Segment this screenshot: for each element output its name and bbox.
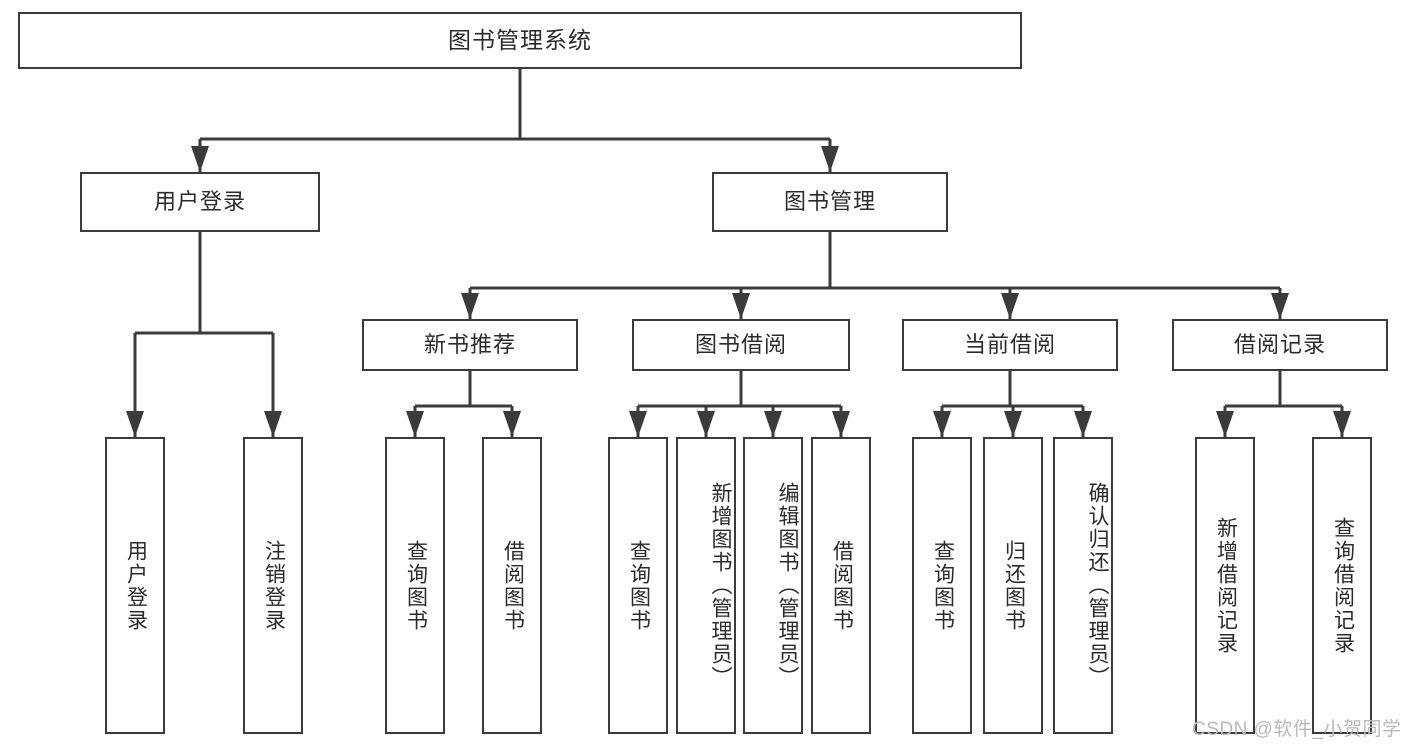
edge-arrowhead (503, 411, 521, 437)
node-label: 用户登录 (124, 539, 148, 632)
edge-arrowhead (1333, 411, 1351, 437)
node-label: 查询图书 (404, 539, 428, 632)
node-leaf-borrow-lend[interactable]: 借阅图书 (811, 437, 871, 734)
node-leaf-current-query[interactable]: 查询图书 (912, 437, 972, 734)
edge-arrowhead (191, 146, 209, 172)
node-borrow[interactable]: 图书借阅 (632, 319, 850, 371)
edge-arrowhead (629, 411, 647, 437)
edge-arrowhead (1074, 411, 1092, 437)
node-label: 用户登录 (153, 188, 246, 214)
edge-arrowhead (1216, 411, 1234, 437)
edge-arrowhead (406, 411, 424, 437)
node-label: 借阅记录 (1233, 331, 1326, 357)
edge-arrowhead (1001, 293, 1019, 319)
node-label: 新书推荐 (423, 331, 516, 357)
node-login[interactable]: 用户登录 (80, 172, 320, 232)
edge-arrowhead (126, 411, 144, 437)
edge-arrowhead (933, 411, 951, 437)
node-newbook[interactable]: 新书推荐 (362, 319, 578, 371)
node-label: 新增图书（管理员） (709, 482, 732, 689)
node-label: 归还图书 (1002, 539, 1026, 632)
node-label: 查询图书 (627, 539, 651, 632)
edge-arrowhead (697, 411, 715, 437)
edge-arrowhead (264, 411, 282, 437)
edge-arrowhead (821, 146, 839, 172)
node-leaf-current-confirm[interactable]: 确认归还（管理员） (1053, 437, 1113, 734)
node-leaf-borrow-edit[interactable]: 编辑图书（管理员） (743, 437, 803, 734)
node-label: 图书管理系统 (448, 26, 592, 53)
node-label: 查询借阅记录 (1331, 516, 1355, 655)
node-label: 当前借阅 (963, 331, 1056, 357)
node-leaf-record-add[interactable]: 新增借阅记录 (1195, 437, 1255, 734)
node-leaf-record-query[interactable]: 查询借阅记录 (1312, 437, 1372, 734)
node-label: 借阅图书 (501, 539, 525, 632)
node-label: 查询图书 (931, 539, 955, 632)
edge-arrowhead (1271, 293, 1289, 319)
edge-arrowhead (732, 293, 750, 319)
node-label: 借阅图书 (830, 539, 854, 632)
node-label: 确认归还（管理员） (1086, 482, 1109, 689)
edge-arrowhead (832, 411, 850, 437)
node-leaf-borrow-query[interactable]: 查询图书 (608, 437, 668, 734)
node-leaf-new-borrow[interactable]: 借阅图书 (482, 437, 542, 734)
node-current[interactable]: 当前借阅 (902, 319, 1118, 371)
node-label: 图书管理 (783, 188, 876, 214)
node-label: 注销登录 (262, 539, 286, 632)
node-leaf-current-return[interactable]: 归还图书 (983, 437, 1043, 734)
node-root[interactable]: 图书管理系统 (18, 12, 1022, 69)
edge-arrowhead (461, 293, 479, 319)
node-leaf-borrow-add[interactable]: 新增图书（管理员） (676, 437, 736, 734)
edge-arrowhead (764, 411, 782, 437)
edge-arrowhead (1004, 411, 1022, 437)
node-records[interactable]: 借阅记录 (1172, 319, 1388, 371)
node-leaf-new-query[interactable]: 查询图书 (385, 437, 445, 734)
node-leaf-user-logout[interactable]: 注销登录 (243, 437, 303, 734)
node-bookmgmt[interactable]: 图书管理 (712, 172, 948, 232)
node-label: 图书借阅 (694, 331, 787, 357)
node-label: 新增借阅记录 (1214, 516, 1238, 655)
node-leaf-user-login[interactable]: 用户登录 (105, 437, 165, 734)
node-label: 编辑图书（管理员） (776, 482, 799, 689)
